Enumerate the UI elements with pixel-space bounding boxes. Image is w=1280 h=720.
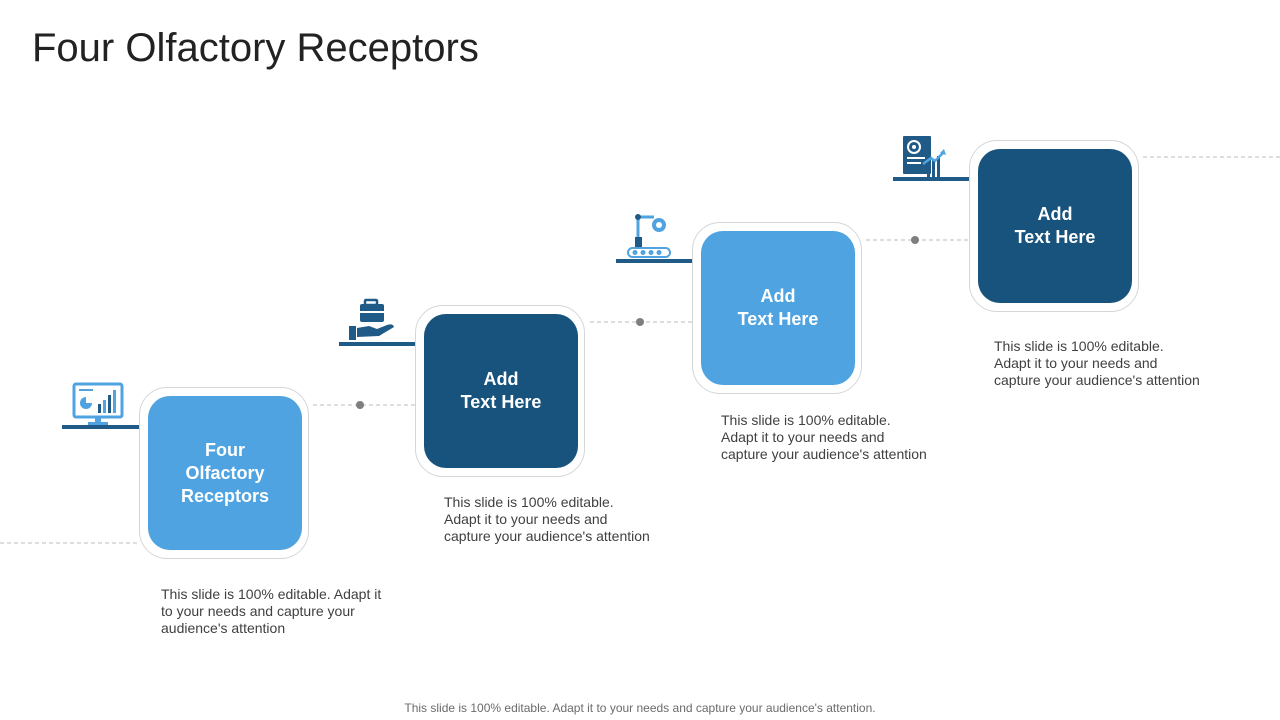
step-frame: Add Text Here — [415, 305, 585, 477]
step-frame: Add Text Here — [692, 222, 862, 394]
step-box[interactable]: Add Text Here — [701, 231, 855, 385]
hand-briefcase-icon — [349, 298, 394, 340]
connector-dot — [356, 401, 364, 409]
icon-shelf — [62, 425, 140, 429]
icon-shelf — [339, 342, 415, 346]
connector-dot — [636, 318, 644, 326]
step-description: This slide is 100% editable. Adapt it to… — [444, 494, 650, 544]
step-description: This slide is 100% editable. Adapt it to… — [994, 338, 1200, 388]
footer-note: This slide is 100% editable. Adapt it to… — [404, 701, 876, 715]
robot-arm-conveyor-icon — [627, 214, 671, 258]
step-box[interactable]: Add Text Here — [978, 149, 1132, 303]
monitor-chart-icon — [72, 382, 124, 425]
report-growth-icon — [903, 136, 946, 177]
page-title: Four Olfactory Receptors — [32, 26, 479, 70]
step-box[interactable]: Four Olfactory Receptors — [148, 396, 302, 550]
step-description: This slide is 100% editable. Adapt it to… — [721, 412, 927, 462]
icon-shelf — [616, 259, 692, 263]
step-box[interactable]: Add Text Here — [424, 314, 578, 468]
icon-shelf — [893, 177, 969, 181]
step-frame: Add Text Here — [969, 140, 1139, 312]
connector-dot — [911, 236, 919, 244]
step-frame: Four Olfactory Receptors — [139, 387, 309, 559]
step-description: This slide is 100% editable. Adapt it to… — [161, 586, 382, 636]
